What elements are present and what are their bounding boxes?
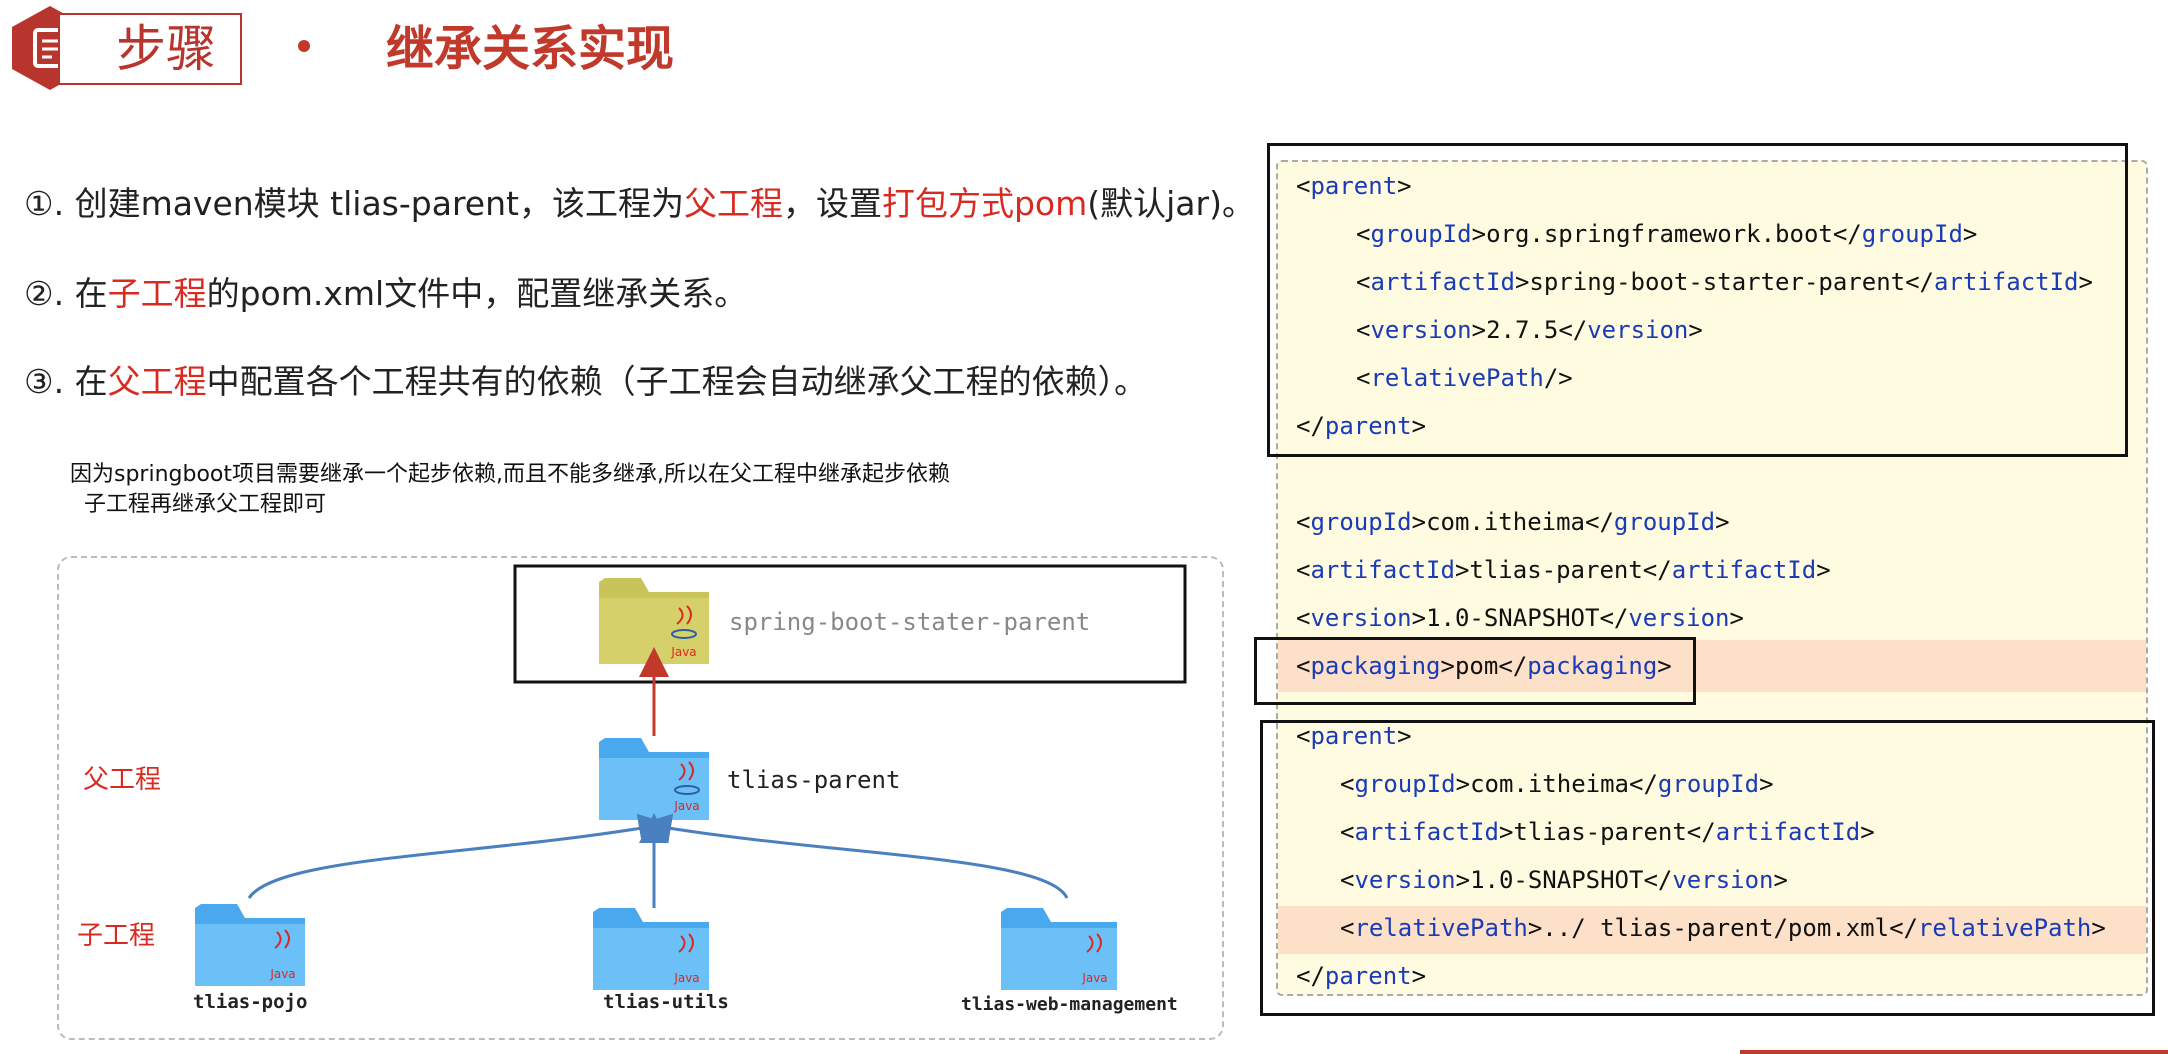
packaging-frame <box>1254 637 1696 705</box>
code-line: <packaging>pom</packaging> <box>1296 652 1672 680</box>
note-text: 因为springboot项目需要继承一个起步依赖,而且不能多继承,所以在父工程中… <box>70 460 950 520</box>
child-project-label: 子工程 <box>77 921 155 951</box>
code-line: </parent> <box>1296 962 1427 990</box>
code-line: <artifactId>tlias-parent</artifactId> <box>1296 556 1831 584</box>
child-name-utils: tlias-utils <box>603 991 729 1013</box>
parent-name: tlias-parent <box>727 766 900 794</box>
step-highlight-text: 打包方式pom <box>881 184 1088 223</box>
inheritance-diagram-frame <box>57 556 1224 1040</box>
highlight-relative-path <box>1278 906 2146 954</box>
step-1: ①. 创建maven模块 tlias-parent，该工程为父工程，设置打包方式… <box>24 180 1255 228</box>
step-text: (默认jar)。 <box>1087 184 1255 223</box>
code-line: <parent> <box>1296 172 1412 200</box>
code-line: <relativePath/> <box>1356 364 1573 392</box>
note-line-1: 因为springboot项目需要继承一个起步依赖,而且不能多继承,所以在父工程中… <box>70 462 950 487</box>
code-line: <version>2.7.5</version> <box>1356 316 1703 344</box>
step-text: 在 <box>64 362 108 401</box>
parent-project-label: 父工程 <box>83 765 161 795</box>
code-line: <version>1.0-SNAPSHOT</version> <box>1340 866 1788 894</box>
step-highlight-text: 父工程 <box>683 184 783 223</box>
parent-folder-icon: Java <box>599 738 709 820</box>
step-number: ③. <box>24 362 65 401</box>
boot-parent-name: spring-boot-stater-parent <box>729 608 1090 636</box>
steps-badge-label: 步骤 <box>116 20 216 78</box>
step-3: ③. 在父工程中配置各个工程共有的依赖（子工程会自动继承父工程的依赖）。 <box>24 358 1147 406</box>
code-line: <groupId>com.itheima</groupId> <box>1296 508 1730 536</box>
java-badge: Java <box>1081 971 1107 985</box>
inherit-arrow-web <box>641 813 1069 899</box>
boot-parent-frame <box>1267 143 2128 457</box>
child-folder-icon-pojo: Java <box>195 904 305 986</box>
code-line: <artifactId>spring-boot-starter-parent</… <box>1356 268 2093 296</box>
java-badge: Java <box>269 967 295 981</box>
code-line: </parent> <box>1296 412 1427 440</box>
step-2: ②. 在子工程的pom.xml文件中，配置继承关系。 <box>24 270 747 318</box>
title-bullet <box>298 40 310 52</box>
steps-badge <box>58 13 242 85</box>
step-text: ，设置 <box>782 184 882 223</box>
step-highlight-text: 父工程 <box>107 362 207 401</box>
java-badge: Java <box>673 971 699 985</box>
page-title: 继承关系实现 <box>386 21 675 77</box>
step-text: 中配置各个工程共有的依赖（子工程会自动继承父工程的依赖）。 <box>206 362 1148 401</box>
code-line: <version>1.0-SNAPSHOT</version> <box>1296 604 1744 632</box>
java-badge: Java <box>673 799 699 813</box>
inheritance-diagram: Java spring-boot-stater-parent Java tlia… <box>77 564 1187 1015</box>
step-highlight-text: 子工程 <box>107 274 207 313</box>
inherit-arrow-pojo <box>247 813 669 899</box>
step-text: 在 <box>64 274 108 313</box>
step-text: 创建maven模块 tlias-parent，该工程为 <box>64 184 684 223</box>
step-text: 的pom.xml文件中，配置继承关系。 <box>206 274 748 313</box>
code-line: <groupId>org.springframework.boot</group… <box>1356 220 1978 248</box>
child-folder-icon-web: Java <box>1001 908 1117 990</box>
child-name-pojo: tlias-pojo <box>193 991 307 1013</box>
child-folder-icon-utils: Java <box>593 908 709 990</box>
child-parent-frame <box>1260 720 2155 1016</box>
code-line: <parent> <box>1296 722 1412 750</box>
note-line-2: 子工程再继承父工程即可 <box>84 492 327 517</box>
child-name-web: tlias-web-management <box>961 994 1178 1015</box>
step-number: ②. <box>24 274 65 313</box>
boot-parent-box <box>513 564 1187 684</box>
code-line: <groupId>com.itheima</groupId> <box>1340 770 1774 798</box>
highlight-packaging <box>1278 640 2146 692</box>
pom-code-panel <box>1276 160 2148 996</box>
java-badge: Java <box>670 645 696 659</box>
bottom-accent-bar <box>1740 1050 2168 1054</box>
boot-folder-icon: Java <box>599 578 709 664</box>
step-number: ①. <box>24 184 65 223</box>
code-line: <artifactId>tlias-parent</artifactId> <box>1340 818 1875 846</box>
code-line: <relativePath>../ tlias-parent/pom.xml</… <box>1340 914 2106 942</box>
